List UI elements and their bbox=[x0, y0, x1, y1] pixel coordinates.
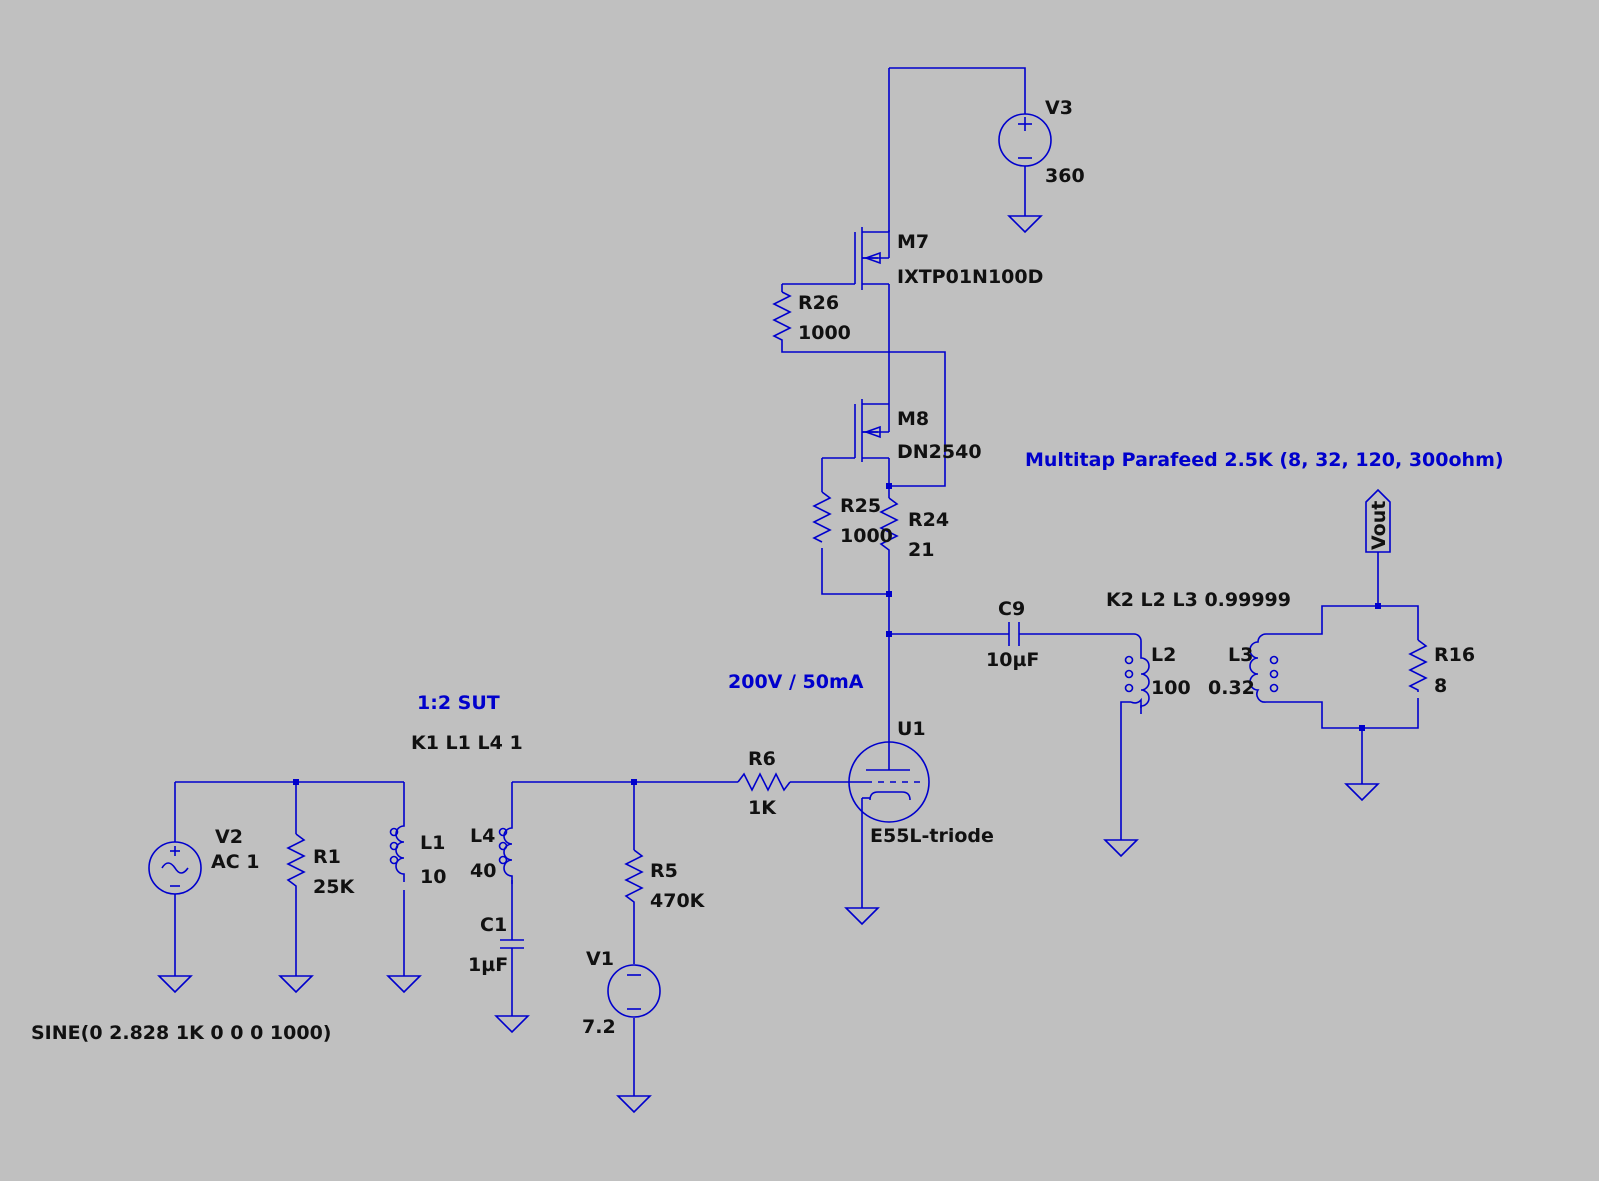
ground-icon bbox=[617, 1091, 651, 1113]
l4-name-label: L4 bbox=[470, 825, 495, 847]
r16-value-label: 8 bbox=[1434, 675, 1447, 697]
l3-value-label: 0.32 bbox=[1208, 677, 1255, 699]
l4-value-label: 40 bbox=[470, 860, 496, 882]
r1-name-label: R1 bbox=[313, 846, 341, 868]
ground-icon bbox=[845, 903, 879, 925]
l4-phase-dots bbox=[498, 827, 508, 865]
v3-source-symbol[interactable] bbox=[998, 113, 1052, 167]
v1-source-symbol[interactable] bbox=[607, 964, 661, 1018]
c1-name-label: C1 bbox=[480, 914, 507, 936]
m8-value-label: DN2540 bbox=[897, 441, 982, 463]
ground-icon bbox=[387, 971, 421, 993]
c1-value-label: 1µF bbox=[468, 954, 508, 976]
operating-point-comment: 200V / 50mA bbox=[728, 671, 864, 693]
r5-resistor-symbol[interactable] bbox=[624, 849, 644, 912]
c9-name-label: C9 bbox=[998, 598, 1025, 620]
l2-phase-dots bbox=[1124, 655, 1134, 693]
r25-name-label: R25 bbox=[840, 495, 881, 517]
r25-resistor-symbol[interactable] bbox=[812, 491, 832, 543]
vout-port-symbol[interactable] bbox=[1365, 488, 1391, 553]
c1-capacitor-symbol[interactable] bbox=[500, 939, 524, 949]
r24-name-label: R24 bbox=[908, 509, 949, 531]
junction-dots bbox=[293, 483, 1381, 785]
l2-inductor-symbol[interactable] bbox=[1130, 649, 1150, 715]
sut-comment: 1:2 SUT bbox=[417, 692, 500, 714]
m7-name-label: M7 bbox=[897, 231, 929, 253]
r5-name-label: R5 bbox=[650, 860, 678, 882]
v1-name-label: V1 bbox=[586, 948, 614, 970]
v3-value-label: 360 bbox=[1045, 165, 1085, 187]
v1-value-label: 7.2 bbox=[582, 1016, 616, 1038]
l1-inductor-symbol[interactable] bbox=[395, 817, 405, 883]
ground-icon bbox=[1345, 779, 1379, 801]
r1-resistor-symbol[interactable] bbox=[286, 833, 306, 898]
r24-resistor-symbol[interactable] bbox=[879, 497, 899, 558]
v2-name-label: V2 bbox=[215, 826, 243, 848]
u1-value-label: E55L-triode bbox=[870, 825, 994, 847]
v2-value-label: AC 1 bbox=[211, 851, 259, 873]
wires bbox=[174, 67, 1419, 1092]
r16-name-label: R16 bbox=[1434, 644, 1475, 666]
ground-icon bbox=[158, 971, 192, 993]
m8-name-label: M8 bbox=[897, 408, 929, 430]
u1-name-label: U1 bbox=[897, 718, 926, 740]
l2-value-label: 100 bbox=[1151, 677, 1191, 699]
r5-value-label: 470K bbox=[650, 890, 706, 912]
l2-name-label: L2 bbox=[1151, 644, 1176, 666]
m7-value-label: IXTP01N100D bbox=[897, 266, 1043, 288]
l1-name-label: L1 bbox=[420, 832, 445, 854]
l3-name-label: L3 bbox=[1228, 644, 1253, 666]
r6-name-label: R6 bbox=[748, 748, 776, 770]
r26-name-label: R26 bbox=[798, 292, 839, 314]
r26-resistor-symbol[interactable] bbox=[772, 291, 792, 342]
vout-port-label: Vout bbox=[1368, 501, 1390, 550]
l3-phase-dots bbox=[1269, 655, 1279, 693]
r26-value-label: 1000 bbox=[798, 322, 851, 344]
r24-value-label: 21 bbox=[908, 539, 934, 561]
v2-ac-source-symbol[interactable] bbox=[148, 841, 202, 895]
sine-source-directive: SINE(0 2.828 1K 0 0 0 1000) bbox=[31, 1022, 332, 1044]
r6-resistor-symbol[interactable] bbox=[737, 772, 791, 792]
v3-name-label: V3 bbox=[1045, 97, 1073, 119]
r6-value-label: 1K bbox=[748, 797, 777, 819]
r16-resistor-symbol[interactable] bbox=[1408, 639, 1428, 692]
m8-mosfet-symbol[interactable] bbox=[862, 425, 881, 439]
k1-coupling-directive: K1 L1 L4 1 bbox=[411, 732, 523, 754]
u1-triode-symbol[interactable] bbox=[848, 740, 930, 823]
k2-coupling-directive: K2 L2 L3 0.99999 bbox=[1106, 589, 1291, 611]
ground-icon bbox=[1104, 835, 1138, 857]
ground-icon bbox=[279, 971, 313, 993]
m7-mosfet-symbol[interactable] bbox=[862, 251, 881, 265]
ground-icon bbox=[495, 1011, 529, 1033]
l1-value-label: 10 bbox=[420, 866, 446, 888]
ground-icon bbox=[1008, 211, 1042, 233]
r1-value-label: 25K bbox=[313, 876, 355, 898]
multitap-comment: Multitap Parafeed 2.5K (8, 32, 120, 300o… bbox=[1025, 449, 1504, 471]
c9-value-label: 10µF bbox=[986, 649, 1039, 671]
l3-inductor-symbol[interactable] bbox=[1249, 633, 1267, 703]
r25-value-label: 1000 bbox=[840, 525, 893, 547]
c9-capacitor-symbol[interactable] bbox=[1008, 622, 1020, 646]
